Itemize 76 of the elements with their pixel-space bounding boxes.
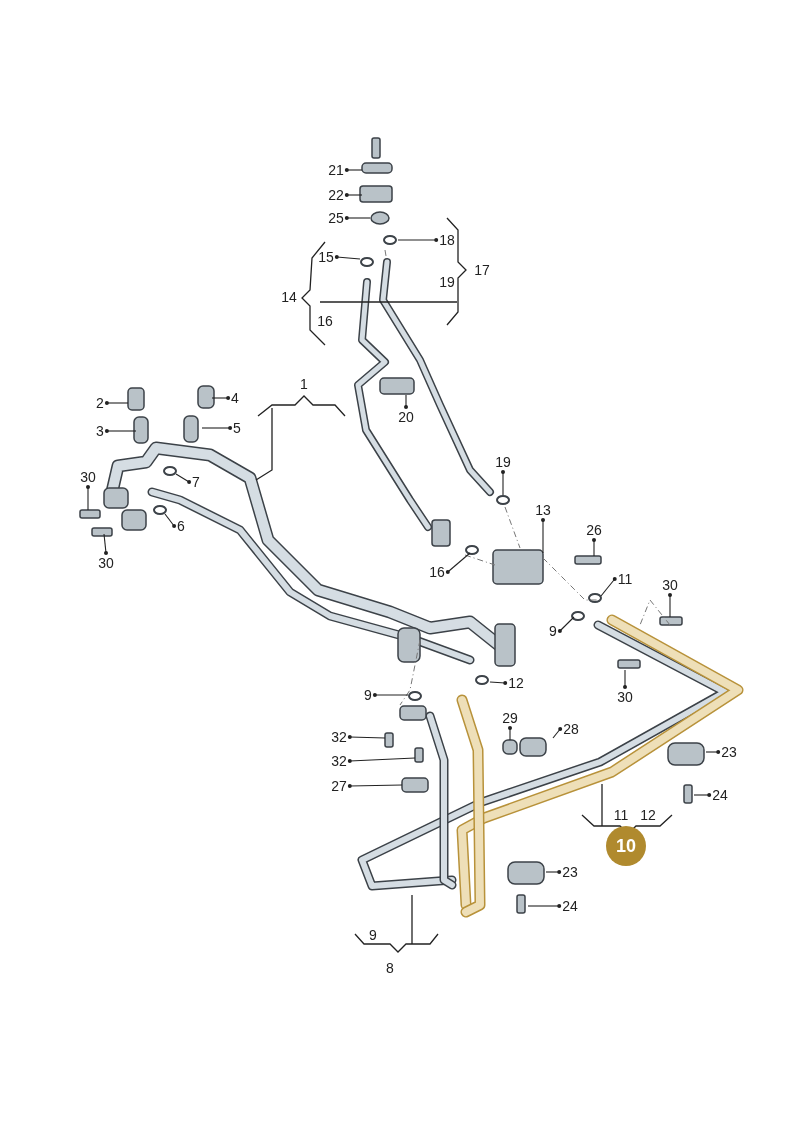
callout-number: 30 [662,577,678,593]
leader-line [489,681,508,685]
callout-number: 8 [386,960,394,976]
leader-line [668,593,672,618]
leader-line [334,255,361,260]
leader-line [527,904,562,908]
callout-number: 21 [328,162,344,178]
callout-number: 11 [617,571,633,587]
callout-number: 24 [562,898,578,914]
leader-line [623,669,627,689]
callout-number: 3 [96,423,104,439]
callout-number: 6 [177,518,185,534]
callout-number: 25 [328,210,344,226]
leader-line [501,470,505,496]
leader-line [397,238,439,242]
callout-number: 13 [535,502,551,518]
leader-line [347,757,416,763]
leader-line [164,513,177,528]
callout-circle: 10 [606,826,646,866]
leader-line [211,396,231,400]
callout-number: 30 [80,469,96,485]
callout-number: 12 [508,675,524,691]
callout-number: 7 [192,474,200,490]
leader-line [693,793,712,797]
callout-number: 16 [317,313,333,329]
callout-number: 32 [331,729,347,745]
leader-line [592,538,596,557]
callout-number: 24 [712,787,728,803]
callout-number: 14 [281,289,297,305]
leader-line [600,577,617,597]
callout-number: 19 [439,274,455,290]
leader-line [344,193,363,197]
leader-line [404,394,408,409]
callout-number: 15 [318,249,334,265]
leader-line [372,693,409,697]
leader-line [705,750,721,754]
callout-number: 11 [613,807,629,823]
leader-line [541,518,545,554]
leader-line [344,216,371,220]
callout-number: 23 [562,864,578,880]
callout-number: 9 [549,623,557,639]
leader-line [104,429,137,433]
callout-number: 30 [98,555,114,571]
callout-number: 12 [640,807,656,823]
callout-number: 29 [502,710,518,726]
callout-number: 23 [721,744,737,760]
leader-line [347,735,386,739]
callout-number: 19 [495,454,511,470]
leader-line [445,552,471,574]
callout-number: 4 [231,390,239,406]
callout-number: 20 [398,409,414,425]
callout-number: 28 [563,721,579,737]
leader-line [545,870,562,874]
leader-line [104,401,129,405]
callout-number: 1 [300,376,308,392]
callout-number: 27 [331,778,347,794]
callout-number: 9 [369,927,377,943]
callout-number: 26 [586,522,602,538]
callout-number: 17 [474,262,490,278]
callout-number: 30 [617,689,633,705]
callout-number: 18 [439,232,455,248]
leader-line [86,485,90,511]
leader-line [347,784,403,788]
callout-number: 16 [429,564,445,580]
leader-line [344,168,363,172]
leader-line [557,616,575,633]
leader-line [175,473,192,484]
callout-number: 32 [331,753,347,769]
callout-number: 2 [96,395,104,411]
callout-number: 9 [364,687,372,703]
leader-line [552,727,563,739]
callout-number: 5 [233,420,241,436]
callout-number: 22 [328,187,344,203]
leader-line [201,426,233,430]
leader-line [508,726,512,741]
leader-line [103,533,108,555]
